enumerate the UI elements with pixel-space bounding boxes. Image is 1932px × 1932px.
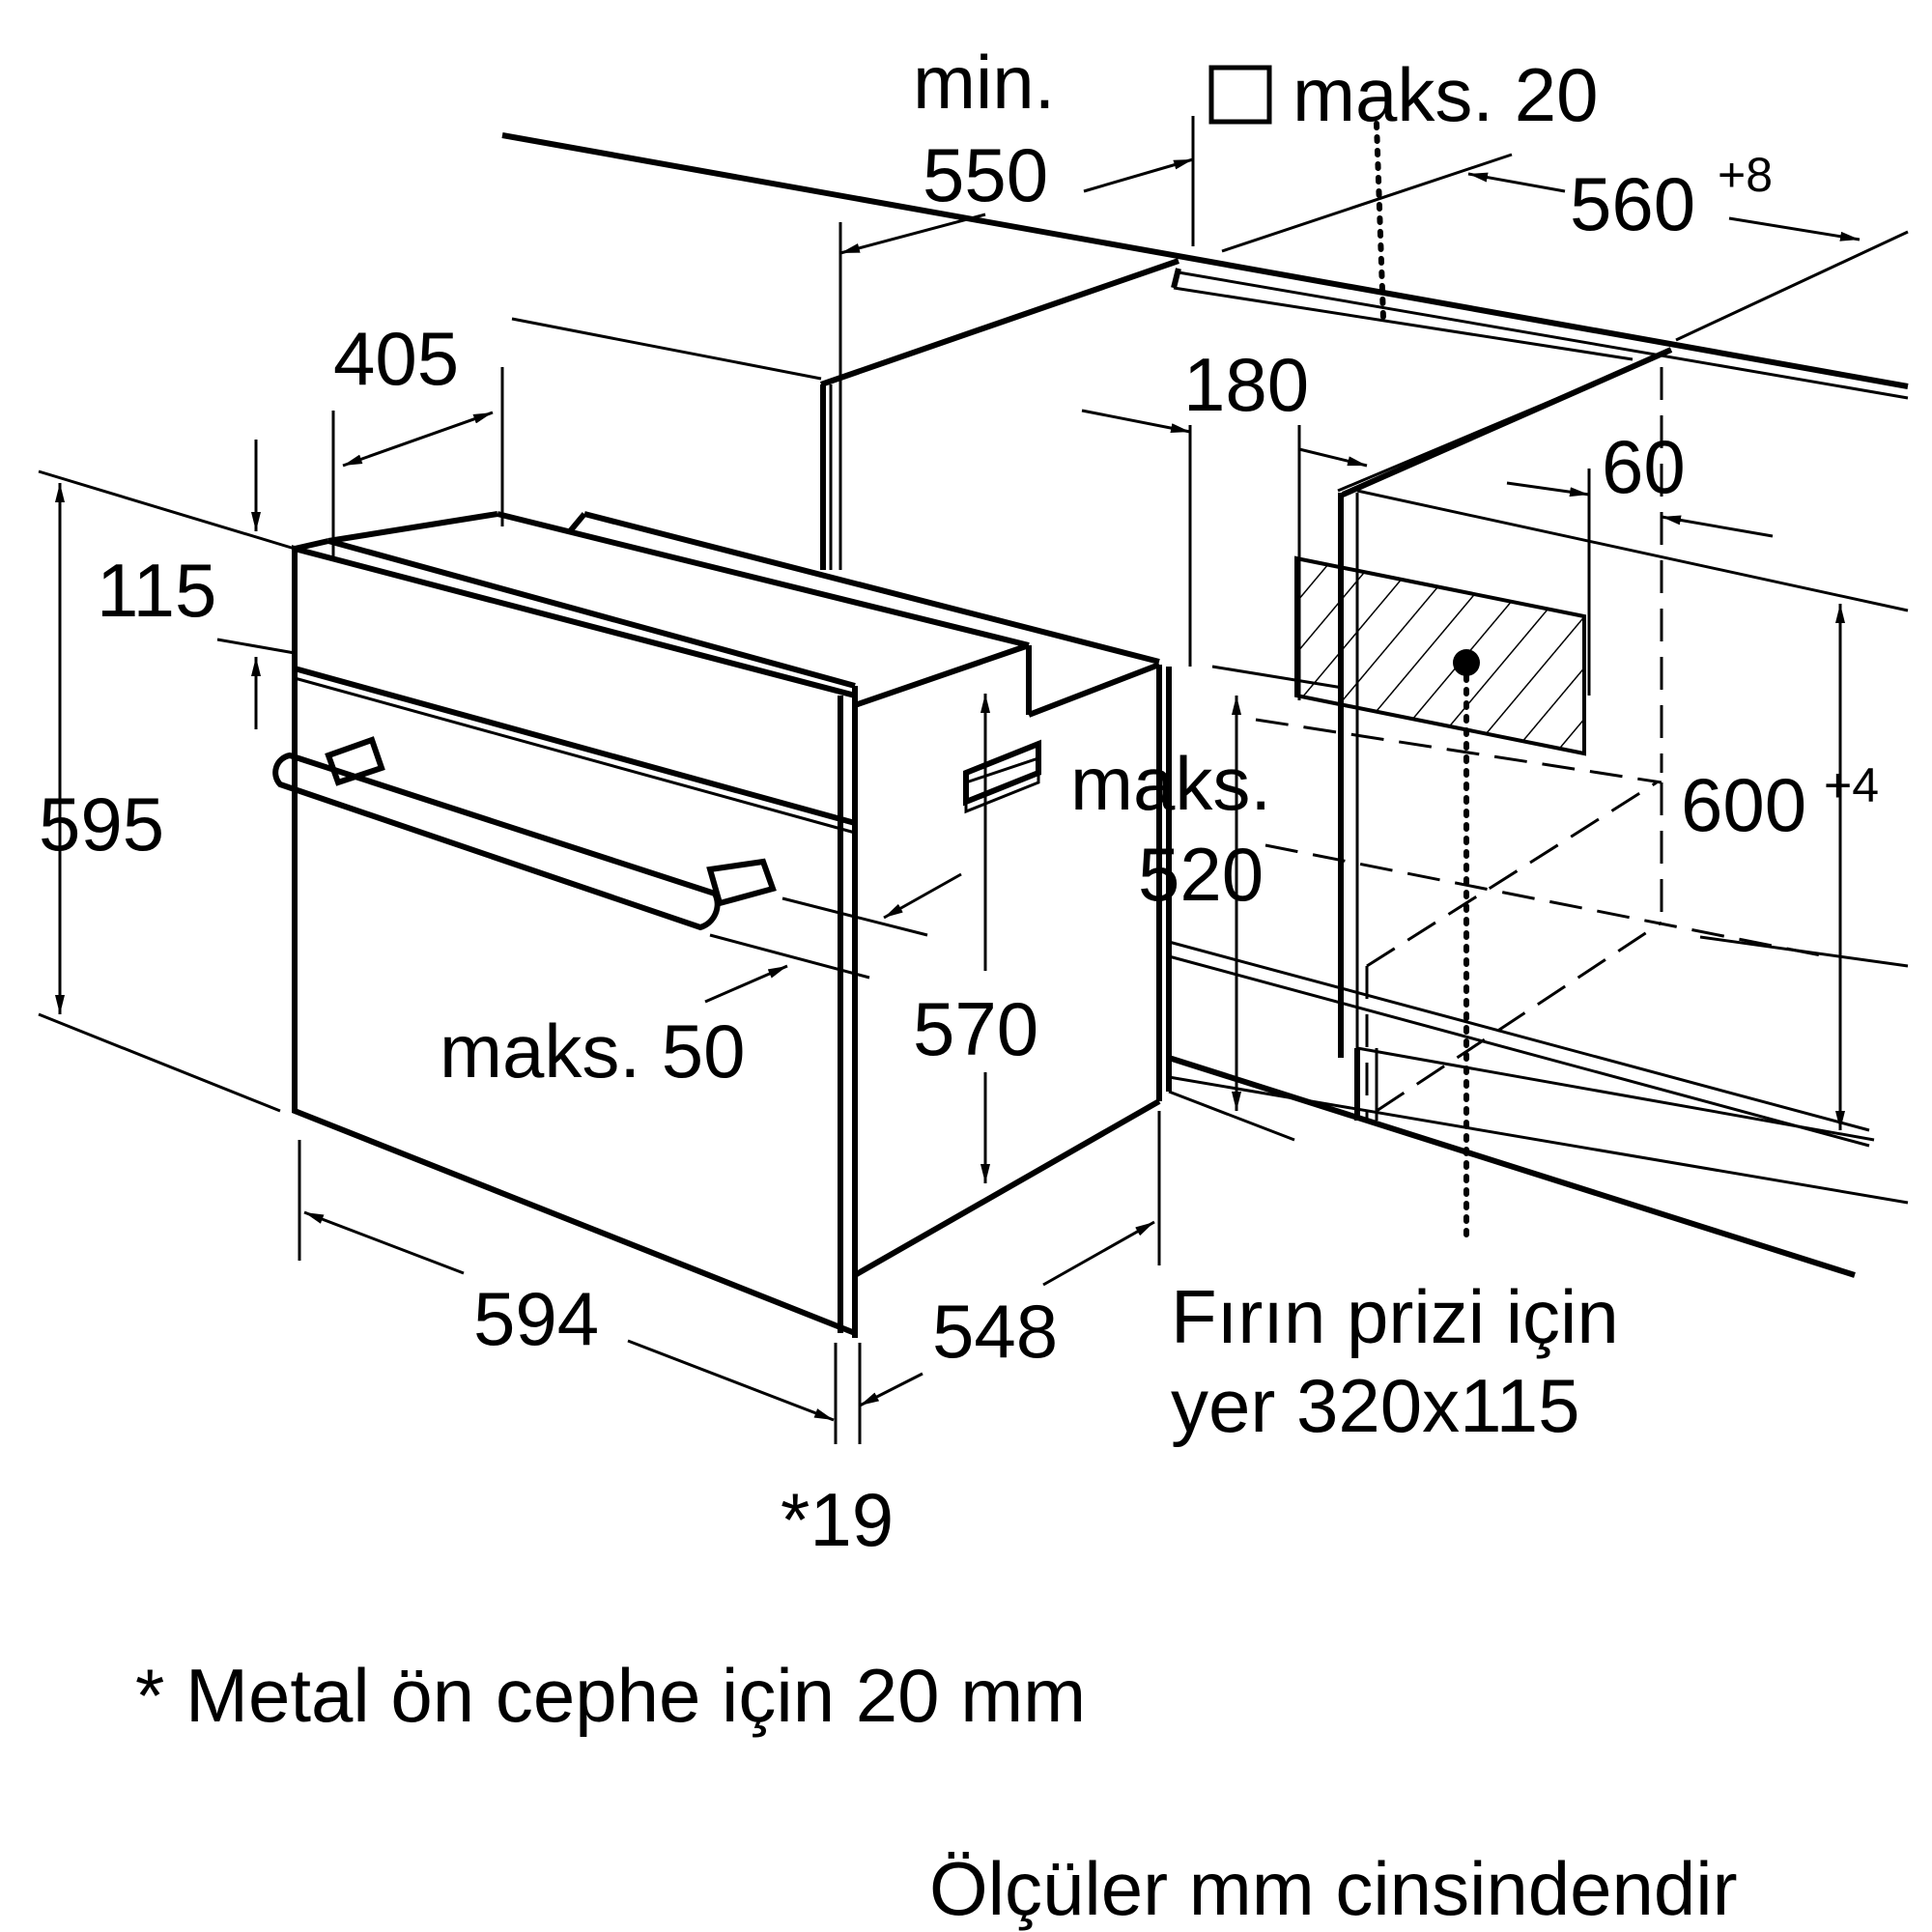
min-label: min.	[913, 40, 1055, 125]
depth-60-value: 60	[1602, 424, 1686, 509]
front-19-value: *19	[781, 1477, 894, 1562]
socket-note-line2: yer 320x115	[1171, 1363, 1580, 1448]
dimension-lines	[38, 116, 1909, 1444]
min-550-value: 550	[923, 132, 1048, 217]
depth-180-value: 180	[1183, 342, 1309, 427]
maks-50-label: maks. 50	[440, 1009, 745, 1094]
height-115-value: 115	[97, 548, 216, 633]
maks-520-value: 520	[1138, 832, 1264, 917]
cabinet-outline	[501, 132, 1909, 1278]
metal-front-note: * Metal ön cephe için 20 mm	[135, 1653, 1086, 1738]
depth-548-value: 548	[932, 1289, 1058, 1374]
units-note: Ölçüler mm cinsindendir	[929, 1846, 1738, 1931]
maks-20-label: maks. 20	[1293, 52, 1598, 137]
socket-area	[1294, 121, 1586, 1239]
side-vent	[963, 739, 1041, 814]
socket-note-line1: Fırın prizi için	[1171, 1274, 1619, 1359]
depth-570-value: 570	[913, 986, 1038, 1071]
oven-handle	[272, 736, 777, 931]
height-600-value: 600	[1681, 762, 1806, 847]
height-595-value: 595	[39, 781, 164, 867]
oven-cavity-dashed	[1255, 367, 1827, 1121]
square-outline-icon	[1208, 65, 1272, 125]
width-560-value: 560	[1570, 161, 1695, 246]
oven-body	[292, 511, 1162, 1338]
depth-405-value: 405	[333, 316, 459, 401]
width-594-value: 594	[473, 1276, 599, 1361]
width-560-tolerance: +8	[1718, 148, 1773, 202]
height-600-tolerance: +4	[1824, 758, 1879, 812]
maks-520-label: maks.	[1070, 741, 1271, 826]
